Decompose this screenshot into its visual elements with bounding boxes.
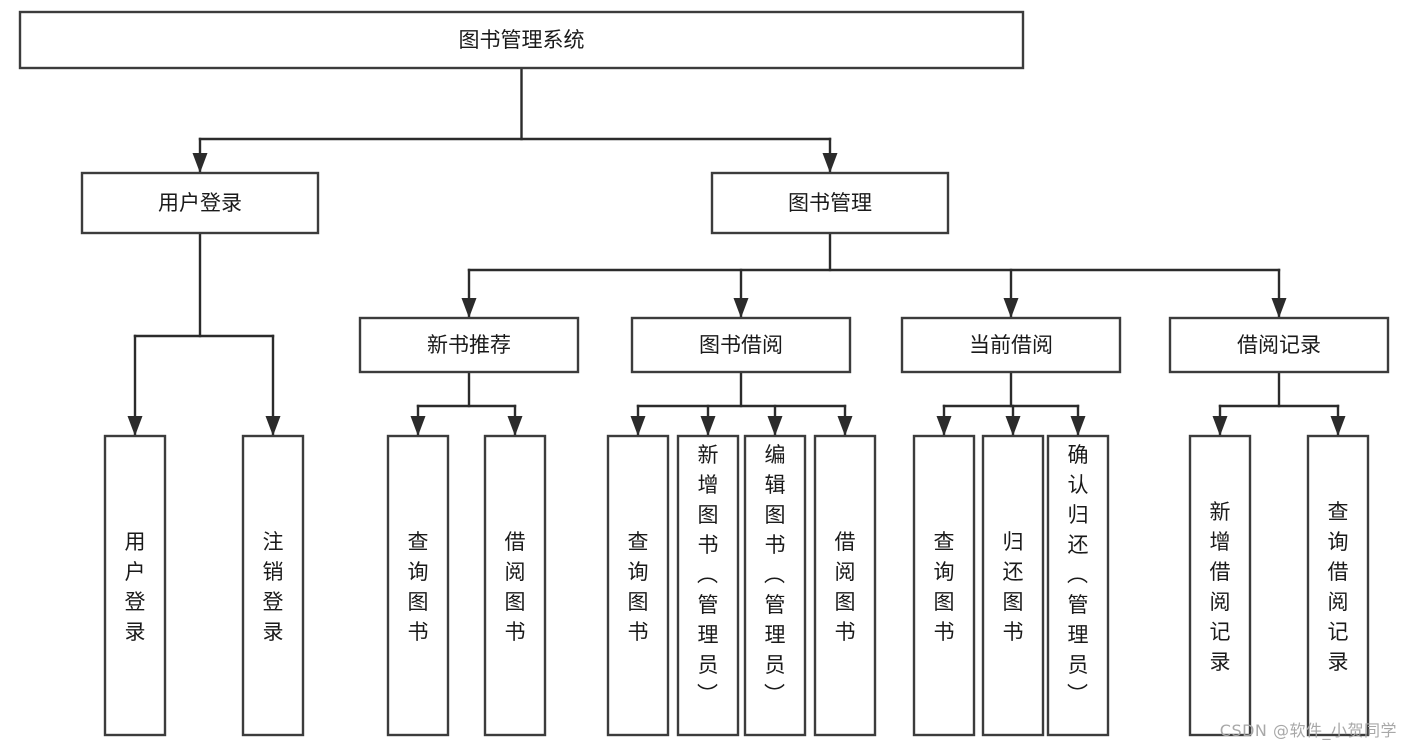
arrow-head-icon [192, 153, 208, 173]
node-user-login[interactable]: 用户登录 [80, 171, 320, 235]
node-label: 借阅记录 [1237, 333, 1321, 357]
arrow-head-icon [1070, 416, 1086, 436]
csdn-watermark: CSDN @软件_小贺同学 [1219, 721, 1397, 740]
node-box[interactable] [386, 434, 450, 737]
node-box[interactable] [1306, 434, 1370, 737]
node-label: 归还图书 [1003, 530, 1024, 644]
node-box[interactable] [606, 434, 670, 737]
node-leaf-add-book-admin[interactable]: 新增图书（管理员） [676, 434, 740, 737]
arrow-head-icon [630, 416, 646, 436]
node-box[interactable] [241, 434, 305, 737]
arrow-head-icon [265, 416, 281, 436]
node-label: 查询图书 [934, 530, 955, 644]
node-leaf-user-login[interactable]: 用户登录 [103, 434, 167, 737]
node-box[interactable] [630, 316, 852, 374]
node-box[interactable] [912, 434, 976, 737]
node-label: 图书借阅 [699, 333, 783, 357]
node-leaf-borrow-book-1[interactable]: 借阅图书 [483, 434, 547, 737]
node-leaf-borrow-book-2[interactable]: 借阅图书 [813, 434, 877, 737]
node-box[interactable] [813, 434, 877, 737]
node-layer: 图书管理系统用户登录图书管理新书推荐图书借阅当前借阅借阅记录用户登录注销登录查询… [18, 10, 1390, 737]
arrow-head-icon [127, 416, 143, 436]
node-leaf-return-book[interactable]: 归还图书 [981, 434, 1045, 737]
node-leaf-add-borrow-record[interactable]: 新增借阅记录 [1188, 434, 1252, 737]
node-label: 图书管理系统 [459, 28, 585, 52]
node-box[interactable] [358, 316, 580, 374]
node-box[interactable] [18, 10, 1025, 70]
node-label: 当前借阅 [969, 333, 1053, 357]
node-leaf-query-book-1[interactable]: 查询图书 [386, 434, 450, 737]
node-leaf-query-book-2[interactable]: 查询图书 [606, 434, 670, 737]
node-box[interactable] [80, 171, 320, 235]
node-leaf-query-book-3[interactable]: 查询图书 [912, 434, 976, 737]
node-label: 编辑图书（管理员） [764, 443, 786, 707]
node-label: 用户登录 [158, 191, 242, 215]
node-label: 确认归还（管理员） [1067, 443, 1089, 707]
connector-layer [127, 66, 1346, 437]
arrow-head-icon [822, 153, 838, 173]
node-box[interactable] [676, 434, 740, 737]
node-leaf-confirm-return-admin[interactable]: 确认归还（管理员） [1046, 434, 1110, 737]
node-label: 查询图书 [628, 530, 649, 644]
node-box[interactable] [1188, 434, 1252, 737]
node-box[interactable] [1168, 316, 1390, 374]
node-label: 借阅图书 [505, 530, 526, 644]
node-label: 借阅图书 [835, 530, 856, 644]
arrow-head-icon [767, 416, 783, 436]
node-book-management[interactable]: 图书管理 [710, 171, 950, 235]
node-label: 新增图书（管理员） [697, 443, 719, 707]
node-box[interactable] [710, 171, 950, 235]
arrow-head-icon [410, 416, 426, 436]
node-box[interactable] [103, 434, 167, 737]
node-leaf-logout[interactable]: 注销登录 [241, 434, 305, 737]
node-new-book-recommend[interactable]: 新书推荐 [358, 316, 580, 374]
node-box[interactable] [1046, 434, 1110, 737]
arrow-head-icon [700, 416, 716, 436]
arrow-head-icon [936, 416, 952, 436]
arrow-head-icon [507, 416, 523, 436]
node-root[interactable]: 图书管理系统 [18, 10, 1025, 70]
arrow-head-icon [461, 298, 477, 318]
node-label: 新书推荐 [427, 333, 511, 357]
node-box[interactable] [900, 316, 1122, 374]
node-box[interactable] [483, 434, 547, 737]
node-label: 用户登录 [125, 530, 146, 644]
node-label: 新增借阅记录 [1210, 500, 1231, 674]
node-label: 查询图书 [408, 530, 429, 644]
node-label: 图书管理 [788, 191, 872, 215]
node-borrow-record[interactable]: 借阅记录 [1168, 316, 1390, 374]
node-label: 查询借阅记录 [1328, 500, 1349, 674]
arrow-head-icon [1005, 416, 1021, 436]
node-leaf-edit-book-admin[interactable]: 编辑图书（管理员） [743, 434, 807, 737]
node-leaf-query-borrow-record[interactable]: 查询借阅记录 [1306, 434, 1370, 737]
node-box[interactable] [981, 434, 1045, 737]
arrow-head-icon [733, 298, 749, 318]
arrow-head-icon [837, 416, 853, 436]
arrow-head-icon [1271, 298, 1287, 318]
arrow-head-icon [1003, 298, 1019, 318]
node-label: 注销登录 [263, 530, 284, 644]
arrow-head-icon [1212, 416, 1228, 436]
node-book-borrow[interactable]: 图书借阅 [630, 316, 852, 374]
node-box[interactable] [743, 434, 807, 737]
node-current-borrow[interactable]: 当前借阅 [900, 316, 1122, 374]
arrow-head-icon [1330, 416, 1346, 436]
